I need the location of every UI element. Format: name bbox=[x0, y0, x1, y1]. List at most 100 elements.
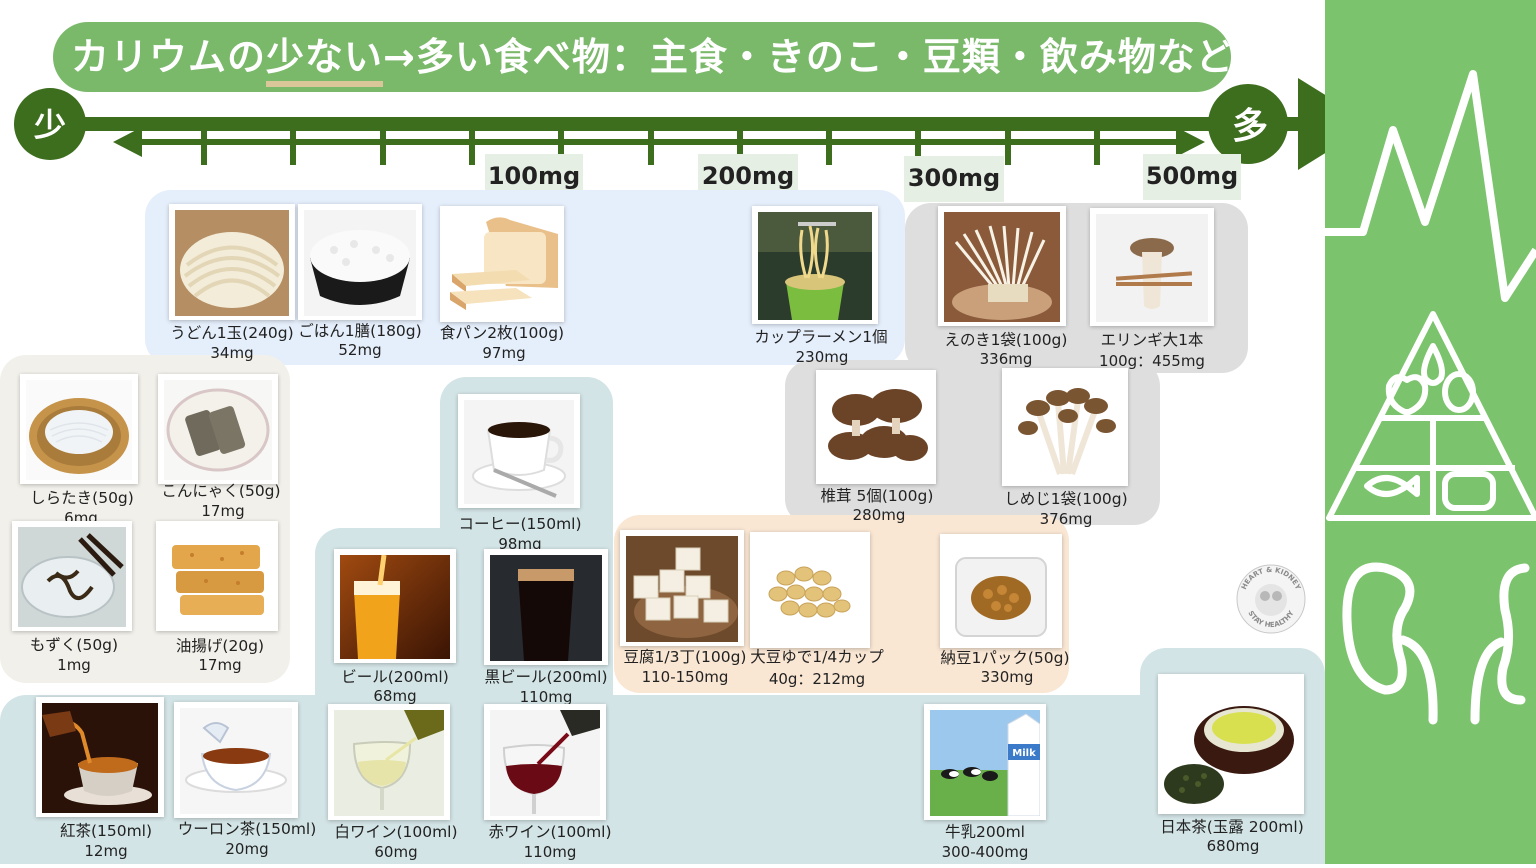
scale-badge-500: 500mg bbox=[1143, 154, 1241, 200]
card-coffee bbox=[458, 394, 580, 508]
card-milk: Milk bbox=[924, 704, 1046, 820]
value-darkbeer: 110mg bbox=[519, 688, 573, 706]
label-coffee: コーヒー(150ml) bbox=[458, 515, 582, 533]
side-decor-graphics bbox=[1325, 70, 1536, 725]
label-milk: 牛乳200ml bbox=[945, 823, 1025, 841]
axis-ticks bbox=[201, 117, 1100, 165]
label-redwine: 赤ワイン(100ml) bbox=[488, 823, 612, 841]
value-gyokuro: 680mg bbox=[1206, 837, 1260, 855]
label-enoki: えのき1袋(100g) bbox=[944, 331, 1068, 349]
value-whitewine: 60mg bbox=[374, 843, 418, 861]
milk-carton-label: Milk bbox=[1012, 748, 1036, 759]
photo-aburaage bbox=[162, 527, 272, 627]
label-oolong: ウーロン茶(150ml) bbox=[177, 820, 317, 838]
page-title: カリウムの少ない→多い食べ物：主食・きのこ・豆類・飲み物など bbox=[53, 22, 1234, 92]
value-oolong: 20mg bbox=[225, 840, 269, 858]
value-udon: 34mg bbox=[210, 344, 254, 362]
food-pyramid-icon bbox=[1326, 311, 1536, 521]
photo-whitewine bbox=[334, 710, 444, 816]
axis-high-circle bbox=[1208, 84, 1288, 164]
photo-mozuku bbox=[18, 527, 126, 627]
card-konnyaku bbox=[158, 374, 278, 484]
axis-high-label: 多 bbox=[1232, 106, 1268, 147]
label-aburaage: 油揚げ(20g) bbox=[175, 637, 265, 655]
card-shiitake bbox=[816, 370, 936, 484]
axis-lower-line bbox=[130, 139, 1190, 145]
value-coffee: 98mg bbox=[498, 535, 542, 553]
photo-gyokuro bbox=[1164, 680, 1298, 810]
axis-low-circle bbox=[14, 88, 86, 160]
photo-bread bbox=[446, 212, 558, 318]
card-eringi bbox=[1090, 208, 1214, 326]
card-shirataki bbox=[20, 374, 138, 484]
photo-blacktea bbox=[42, 703, 158, 813]
photo-coffee bbox=[464, 400, 574, 504]
label-shiitake: 椎茸 5個(100g) bbox=[820, 487, 934, 505]
value-konnyaku: 17mg bbox=[201, 502, 245, 520]
card-natto bbox=[940, 534, 1062, 648]
photo-tofu bbox=[626, 536, 738, 642]
label-natto: 納豆1パック(50g) bbox=[940, 649, 1070, 667]
side-decor-panel bbox=[1325, 0, 1536, 864]
card-udon bbox=[169, 204, 295, 320]
label-beer: ビール(200ml) bbox=[341, 668, 449, 686]
photo-konnyaku bbox=[164, 380, 272, 480]
label-soybean: 大豆ゆで1/4カップ bbox=[750, 648, 884, 666]
card-cupramen bbox=[752, 206, 878, 324]
value-blacktea: 12mg bbox=[84, 842, 128, 860]
photo-oolong bbox=[180, 708, 292, 814]
card-beer bbox=[334, 549, 456, 663]
photo-eringi bbox=[1096, 214, 1208, 322]
card-redwine bbox=[484, 704, 606, 820]
photo-cupramen bbox=[758, 212, 872, 320]
photo-natto bbox=[946, 540, 1056, 644]
label-blacktea: 紅茶(150ml) bbox=[59, 822, 153, 840]
label-shirataki: しらたき(50g) bbox=[30, 489, 134, 507]
card-soybean bbox=[750, 532, 870, 648]
photo-beer bbox=[340, 555, 450, 659]
photo-rice bbox=[304, 210, 416, 316]
value-aburaage: 17mg bbox=[198, 656, 242, 674]
scale-badge-300: 300mg bbox=[904, 156, 1004, 202]
axis-main-bar bbox=[50, 117, 1240, 131]
card-shimeji bbox=[1002, 368, 1128, 486]
title-text-post: →多い食べ物：主食・きのこ・豆類・飲み物など bbox=[383, 35, 1235, 79]
card-whitewine bbox=[328, 704, 450, 820]
card-aburaage bbox=[156, 521, 278, 631]
value-enoki: 336mg bbox=[979, 350, 1033, 368]
photo-udon bbox=[175, 210, 289, 316]
card-darkbeer bbox=[484, 549, 608, 665]
photo-shirataki bbox=[26, 380, 132, 480]
label-bread: 食パン2枚(100g) bbox=[439, 324, 565, 342]
heartbeat-line bbox=[1325, 70, 1536, 302]
value-eringi: 100g：455mg bbox=[1099, 352, 1205, 370]
card-blacktea bbox=[36, 697, 164, 817]
heart-kidney-logo: HEART & KIDNEY STAY HEALTHY bbox=[1236, 564, 1306, 634]
value-mozuku: 1mg bbox=[57, 656, 91, 674]
photo-redwine bbox=[490, 710, 600, 816]
photo-soybean bbox=[756, 538, 864, 644]
label-tofu: 豆腐1/3丁(100g) bbox=[623, 648, 747, 666]
label-darkbeer: 黒ビール(200ml) bbox=[484, 668, 608, 686]
card-tofu bbox=[620, 530, 744, 646]
value-rice: 52mg bbox=[338, 341, 382, 359]
card-enoki bbox=[938, 206, 1066, 326]
photo-darkbeer bbox=[490, 555, 602, 661]
photo-shiitake bbox=[822, 376, 930, 480]
card-bread bbox=[440, 206, 564, 322]
card-oolong bbox=[174, 702, 298, 818]
card-gyokuro bbox=[1158, 674, 1304, 814]
value-shimeji: 376mg bbox=[1039, 510, 1093, 528]
axis-left-arrow bbox=[113, 127, 142, 157]
label-gyokuro: 日本茶(玉露 200ml) bbox=[1160, 818, 1304, 836]
value-milk: 300-400mg bbox=[941, 843, 1029, 861]
axis-right-arrow bbox=[1176, 127, 1205, 157]
label-konnyaku: こんにゃく(50g) bbox=[161, 482, 281, 500]
value-natto: 330mg bbox=[980, 668, 1034, 686]
label-cupramen: カップラーメン1個 bbox=[754, 328, 888, 346]
title-highlight: 少ない bbox=[266, 35, 384, 87]
title-text-pre: カリウムの bbox=[71, 35, 267, 79]
label-rice: ごはん1膳(180g) bbox=[298, 322, 422, 340]
kidneys-icon bbox=[1342, 562, 1530, 725]
label-udon: うどん1玉(240g) bbox=[170, 324, 294, 342]
